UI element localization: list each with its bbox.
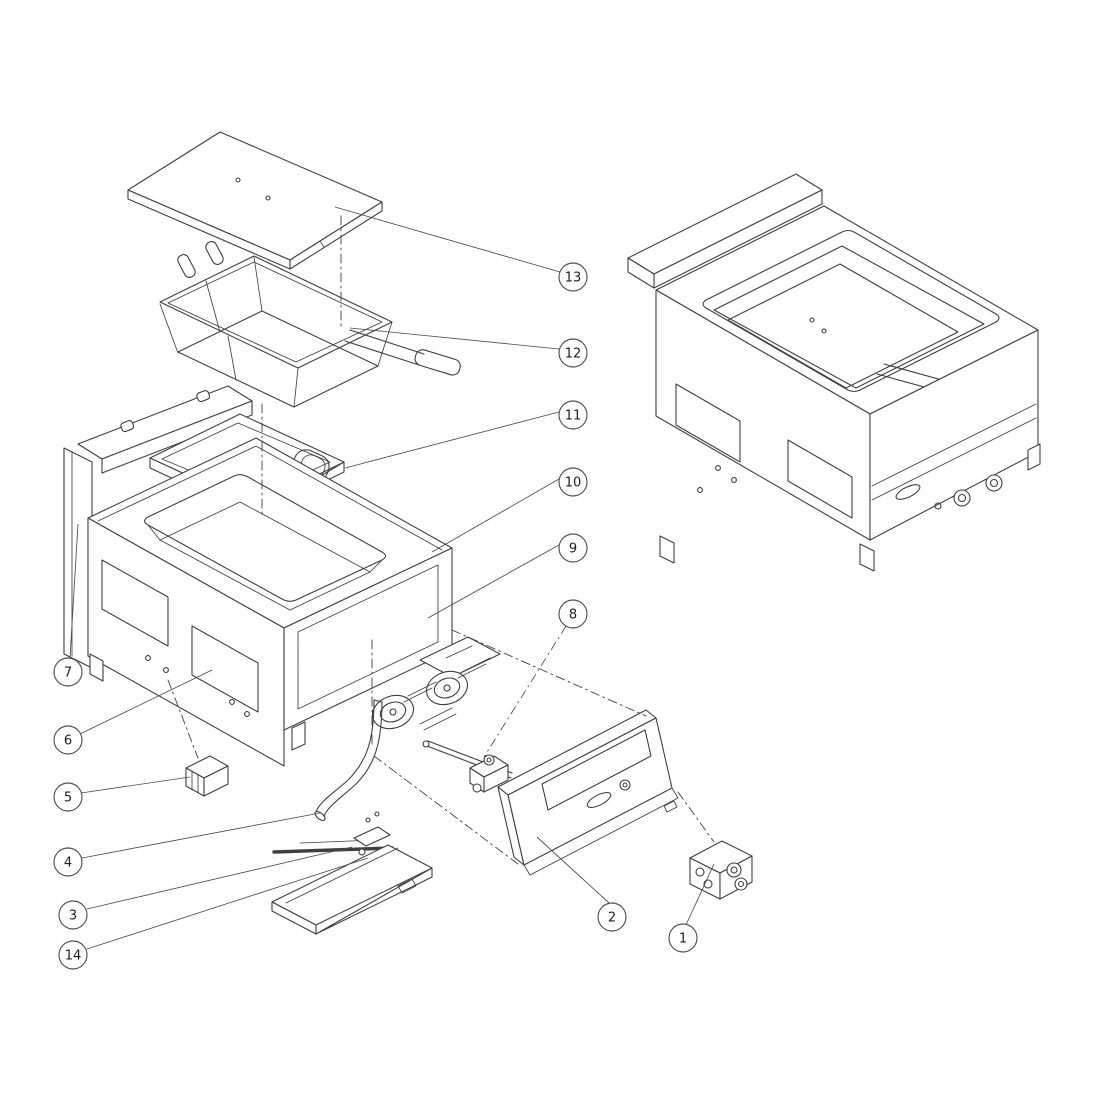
callout-11-label: 11 — [565, 409, 582, 424]
leader-13 — [334, 206, 561, 273]
exploded-view — [63, 131, 753, 935]
control-box — [689, 840, 753, 900]
callout-3-label: 3 — [69, 909, 77, 924]
callout-12: 12 — [558, 338, 588, 368]
leader-1 — [685, 863, 715, 926]
callout-9-label: 9 — [569, 542, 577, 557]
assembled-front-panel — [869, 329, 1039, 541]
leader-14 — [86, 857, 369, 950]
callout-13: 13 — [558, 262, 588, 292]
front-panel — [497, 709, 679, 876]
alignment-lines — [167, 215, 715, 865]
callout-12-label: 12 — [565, 347, 582, 362]
leader-3 — [86, 846, 353, 910]
callout-8: 8 — [558, 599, 588, 629]
panel-badge-oval — [586, 791, 612, 809]
leader-8 — [483, 625, 567, 758]
drip-tray — [271, 844, 433, 935]
assembled-splashback — [627, 173, 823, 289]
control-knobs — [953, 474, 1003, 507]
leader-11 — [344, 411, 560, 469]
assembled-feet — [659, 443, 1041, 572]
callouts: 13 12 11 10 9 8 7 6 — [53, 262, 698, 970]
callout-5-label: 5 — [64, 791, 72, 806]
assembled-fryer — [627, 173, 1041, 572]
leader-lines — [69, 206, 715, 950]
badge-oval — [895, 484, 921, 500]
pilot-valve — [422, 740, 513, 793]
callout-6-label: 6 — [64, 734, 72, 749]
leader-12 — [349, 327, 560, 350]
leader-5 — [80, 776, 191, 794]
fry-basket — [159, 241, 461, 408]
callout-9: 9 — [558, 533, 588, 563]
callout-7-label: 7 — [64, 666, 72, 681]
callout-4-label: 4 — [64, 856, 72, 871]
leader-7 — [69, 523, 79, 659]
callout-2-label: 2 — [608, 911, 616, 926]
callout-7: 7 — [53, 657, 83, 687]
callout-4: 4 — [53, 847, 83, 877]
side-panel-vents — [87, 517, 285, 767]
callout-10: 10 — [558, 467, 588, 497]
callout-14-label: 14 — [65, 949, 82, 964]
leader-4 — [81, 812, 321, 859]
callout-5: 5 — [53, 782, 83, 812]
callout-2: 2 — [597, 902, 627, 932]
leader-10 — [431, 478, 560, 553]
callout-11: 11 — [558, 400, 588, 430]
lid — [127, 131, 383, 270]
callout-1-label: 1 — [679, 932, 687, 947]
rear-splashback — [77, 385, 253, 474]
leader-9 — [427, 544, 560, 619]
basket-hooks — [177, 241, 224, 278]
callout-6: 6 — [53, 725, 83, 755]
callout-13-label: 13 — [565, 271, 582, 286]
callout-14: 14 — [58, 940, 88, 970]
thermostat — [185, 755, 229, 797]
leader-2 — [536, 836, 610, 904]
basket-handle — [344, 329, 461, 376]
leader-6 — [79, 669, 213, 735]
burner-assembly — [371, 636, 501, 731]
callout-10-label: 10 — [565, 476, 582, 491]
callout-8-label: 8 — [569, 608, 577, 623]
callout-1: 1 — [668, 923, 698, 953]
callout-3: 3 — [58, 900, 88, 930]
